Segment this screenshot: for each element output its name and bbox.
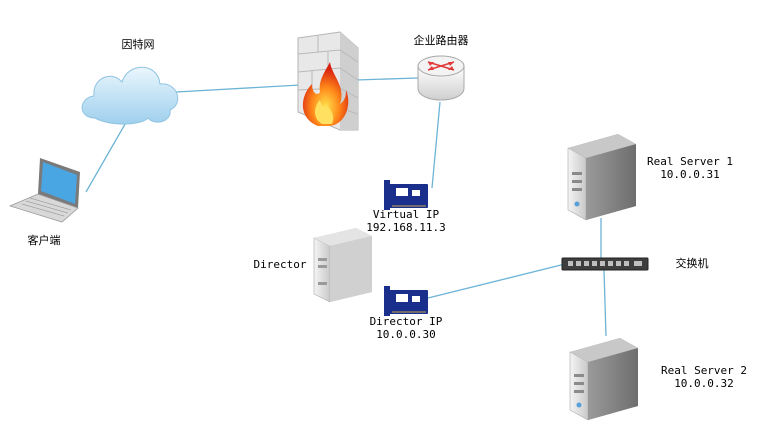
cloud-icon (81, 66, 179, 125)
link-router-vip (431, 101, 441, 189)
real-server-2-icon (569, 338, 638, 421)
link-firewall-router (355, 77, 419, 81)
vip-address: 192.168.11.3 (366, 221, 446, 234)
link-client-internet (85, 111, 133, 193)
link-internet-firewall (175, 84, 301, 93)
switch-label: 交换机 (675, 257, 709, 270)
real-server-1-address: 10.0.0.31 (660, 168, 720, 181)
router-label: 企业路由器 (413, 34, 469, 47)
director-label: Director (253, 258, 307, 271)
real-server-1-label: Real Server 1 (646, 155, 734, 168)
network-card-icon-dip (384, 286, 428, 316)
router-icon (417, 55, 465, 101)
real-server-2-label: Real Server 2 (660, 364, 748, 377)
switch-icon (561, 257, 649, 271)
network-card-icon-vip (384, 180, 428, 210)
link-switch-real2 (603, 269, 607, 337)
firewall-icon (297, 31, 359, 131)
internet-label: 因特网 (121, 38, 155, 51)
client-label: 客户端 (27, 234, 61, 247)
director-server-icon (313, 228, 372, 303)
vip-label: Virtual IP (372, 208, 440, 221)
laptop-icon (8, 158, 80, 223)
real-server-2-address: 10.0.0.32 (674, 377, 734, 390)
dip-address: 10.0.0.30 (376, 328, 436, 341)
real-server-1-icon (567, 134, 636, 221)
connection-lines (85, 77, 607, 337)
dip-label: Director IP (369, 315, 443, 328)
link-dip-switch (427, 263, 566, 299)
